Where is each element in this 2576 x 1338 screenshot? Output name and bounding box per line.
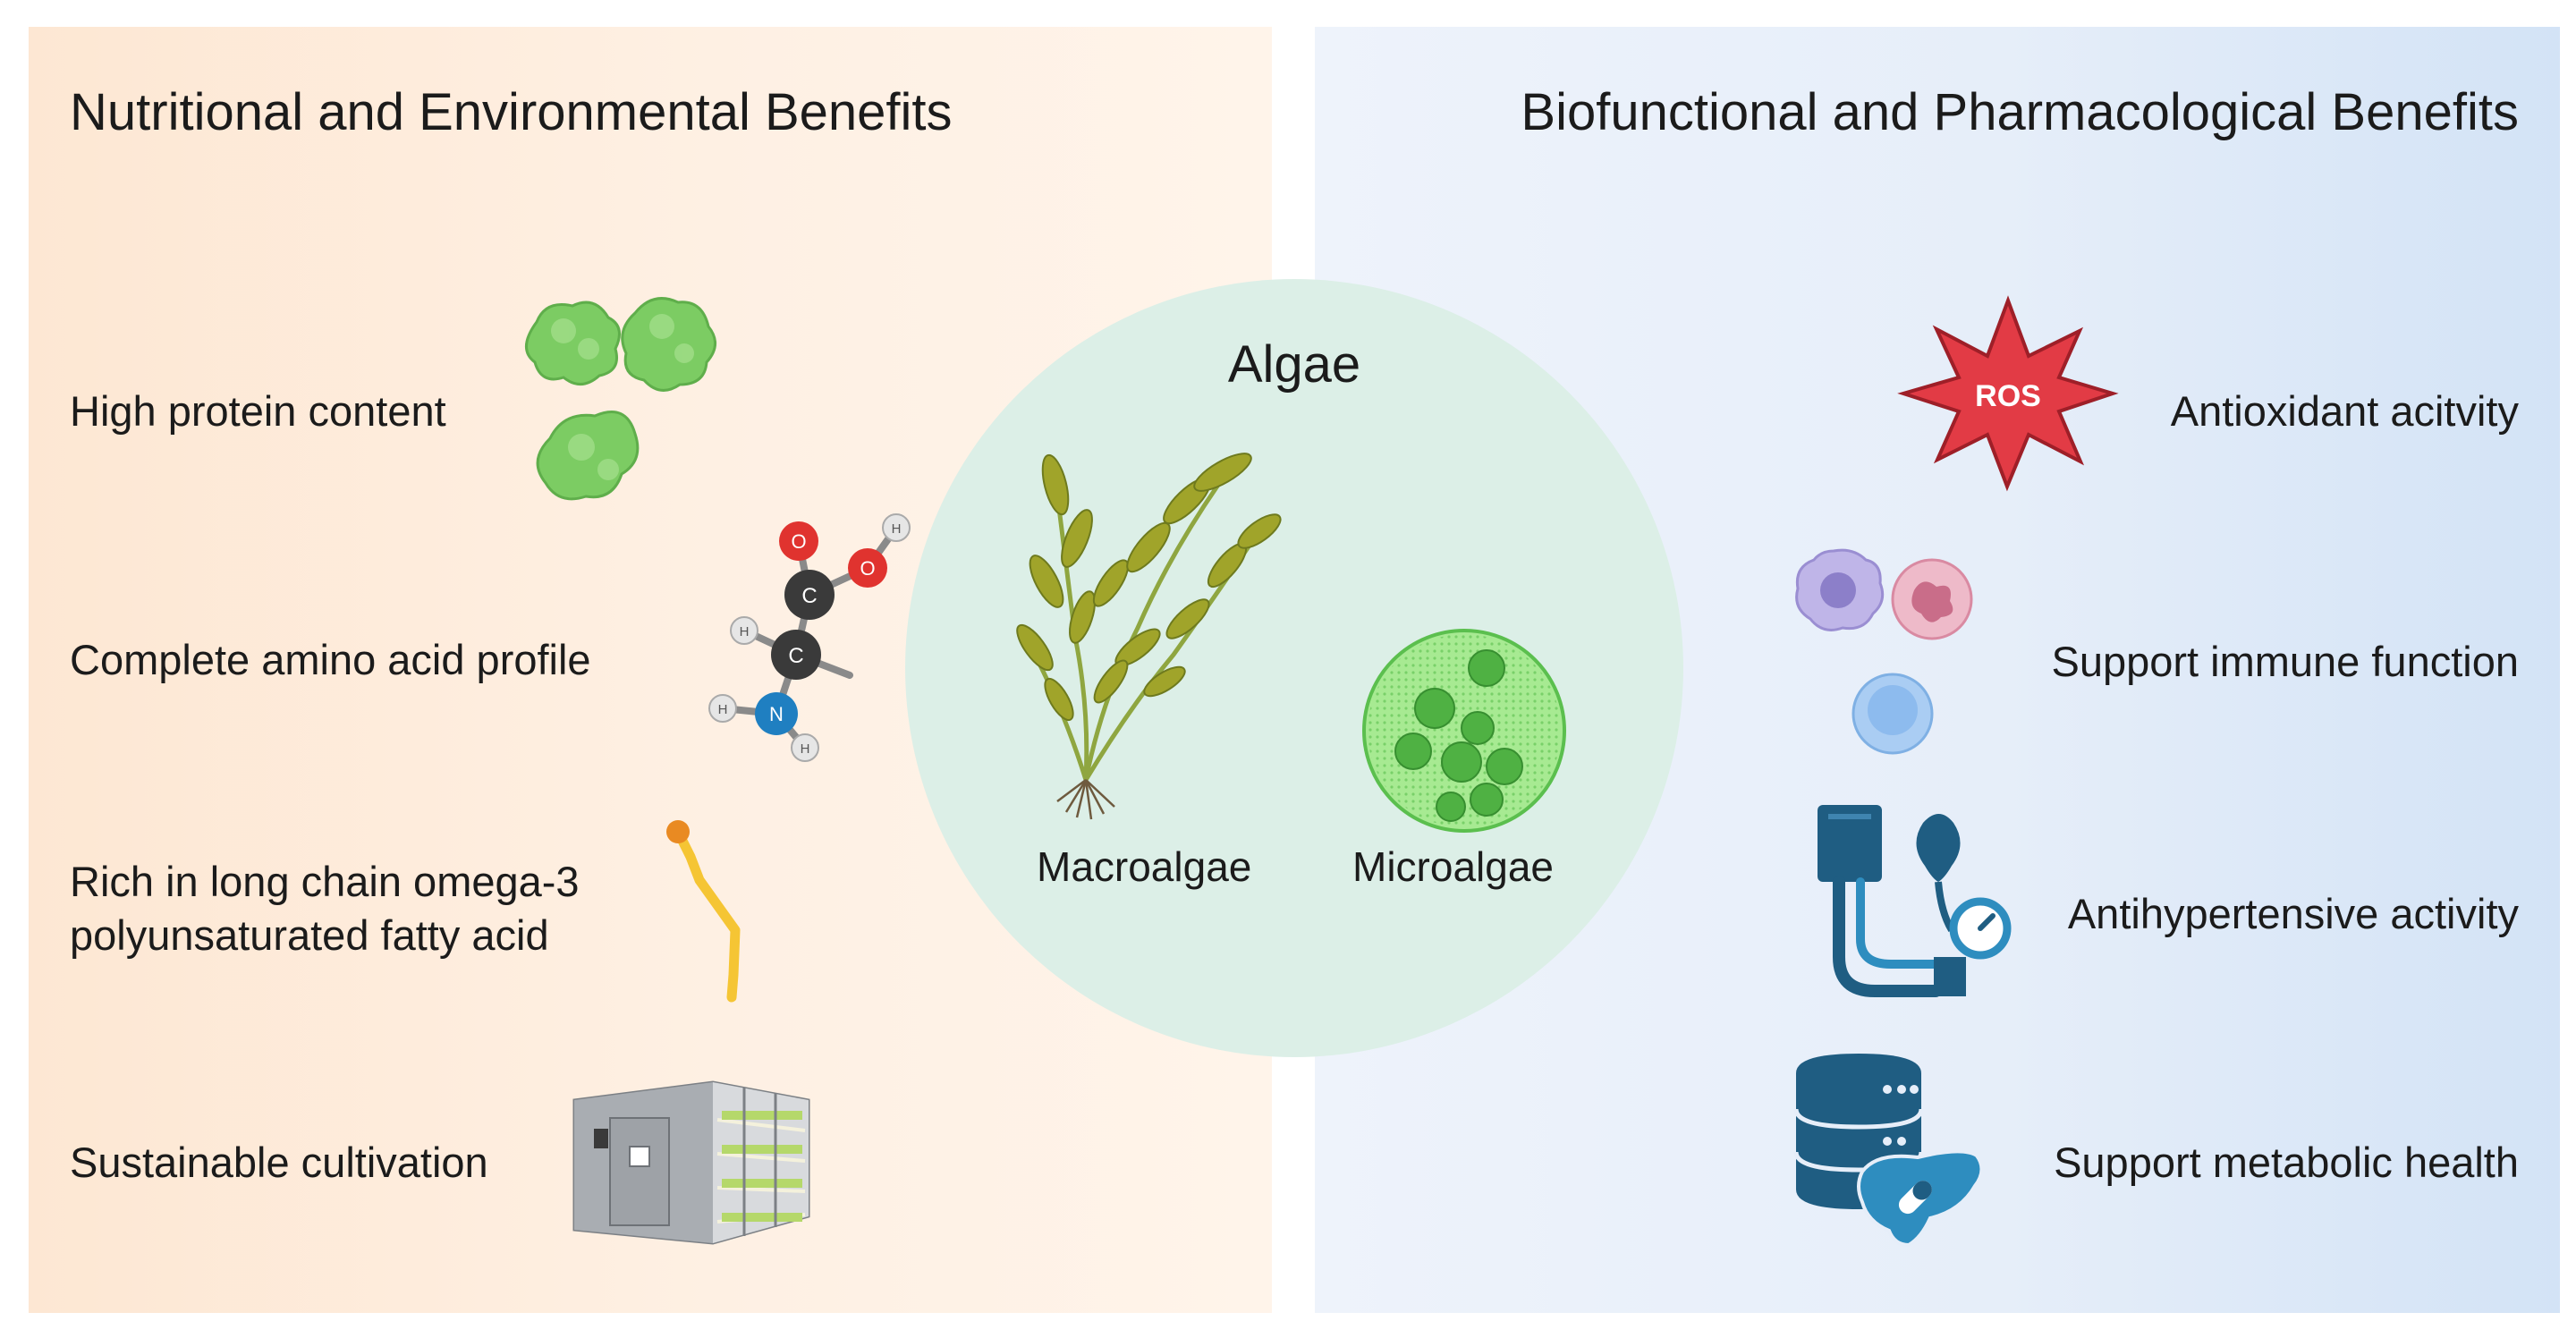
- high-protein-label: High protein content: [70, 387, 446, 435]
- immune-cells-icon: [1795, 548, 1973, 755]
- omega3-label-line1: Rich in long chain omega-3: [70, 858, 580, 905]
- svg-text:H: H: [892, 521, 902, 537]
- amino-acid-label: Complete amino acid profile: [70, 636, 591, 683]
- right-panel-title: Biofunctional and Pharmacological Benefi…: [1521, 83, 2519, 141]
- ros-burst-icon: ROS: [1897, 295, 2119, 492]
- left-panel-title: Nutritional and Environmental Benefits: [70, 83, 953, 141]
- svg-text:C: C: [801, 584, 817, 608]
- svg-text:O: O: [860, 557, 875, 580]
- algae-title: Algae: [1227, 335, 1361, 394]
- protein-blob-icon: [525, 297, 716, 501]
- immune-function-label: Support immune function: [2051, 638, 2519, 685]
- sustainable-cultivation-label: Sustainable cultivation: [70, 1139, 488, 1186]
- svg-text:C: C: [788, 644, 803, 668]
- antioxidant-label: Antioxidant acitvity: [2170, 387, 2519, 435]
- svg-text:H: H: [718, 702, 728, 717]
- svg-text:O: O: [791, 530, 806, 553]
- svg-text:ROS: ROS: [1975, 379, 2041, 413]
- metabolic-health-label: Support metabolic health: [2054, 1139, 2519, 1186]
- microalgae-label: Microalgae: [1352, 843, 1554, 890]
- microalgae-icon: [1362, 629, 1566, 833]
- blood-pressure-monitor-icon: [1818, 805, 2012, 997]
- macroalgae-icon: [1016, 453, 1282, 820]
- fatty-acid-chain-icon: [666, 820, 741, 1003]
- svg-text:N: N: [769, 703, 784, 725]
- algae-circle: Algae: [905, 279, 1683, 1057]
- amino-acid-molecule-icon: O O H C C H N H H: [708, 513, 911, 762]
- antihypertensive-label: Antihypertensive activity: [2067, 890, 2519, 937]
- omega3-label-line2: polyunsaturated fatty acid: [70, 911, 549, 959]
- svg-text:H: H: [801, 741, 810, 757]
- metabolic-database-liver-icon: [1793, 1054, 1984, 1248]
- cultivation-chamber-icon: [572, 1080, 810, 1245]
- macroalgae-label: Macroalgae: [1037, 843, 1252, 890]
- svg-text:H: H: [740, 624, 750, 639]
